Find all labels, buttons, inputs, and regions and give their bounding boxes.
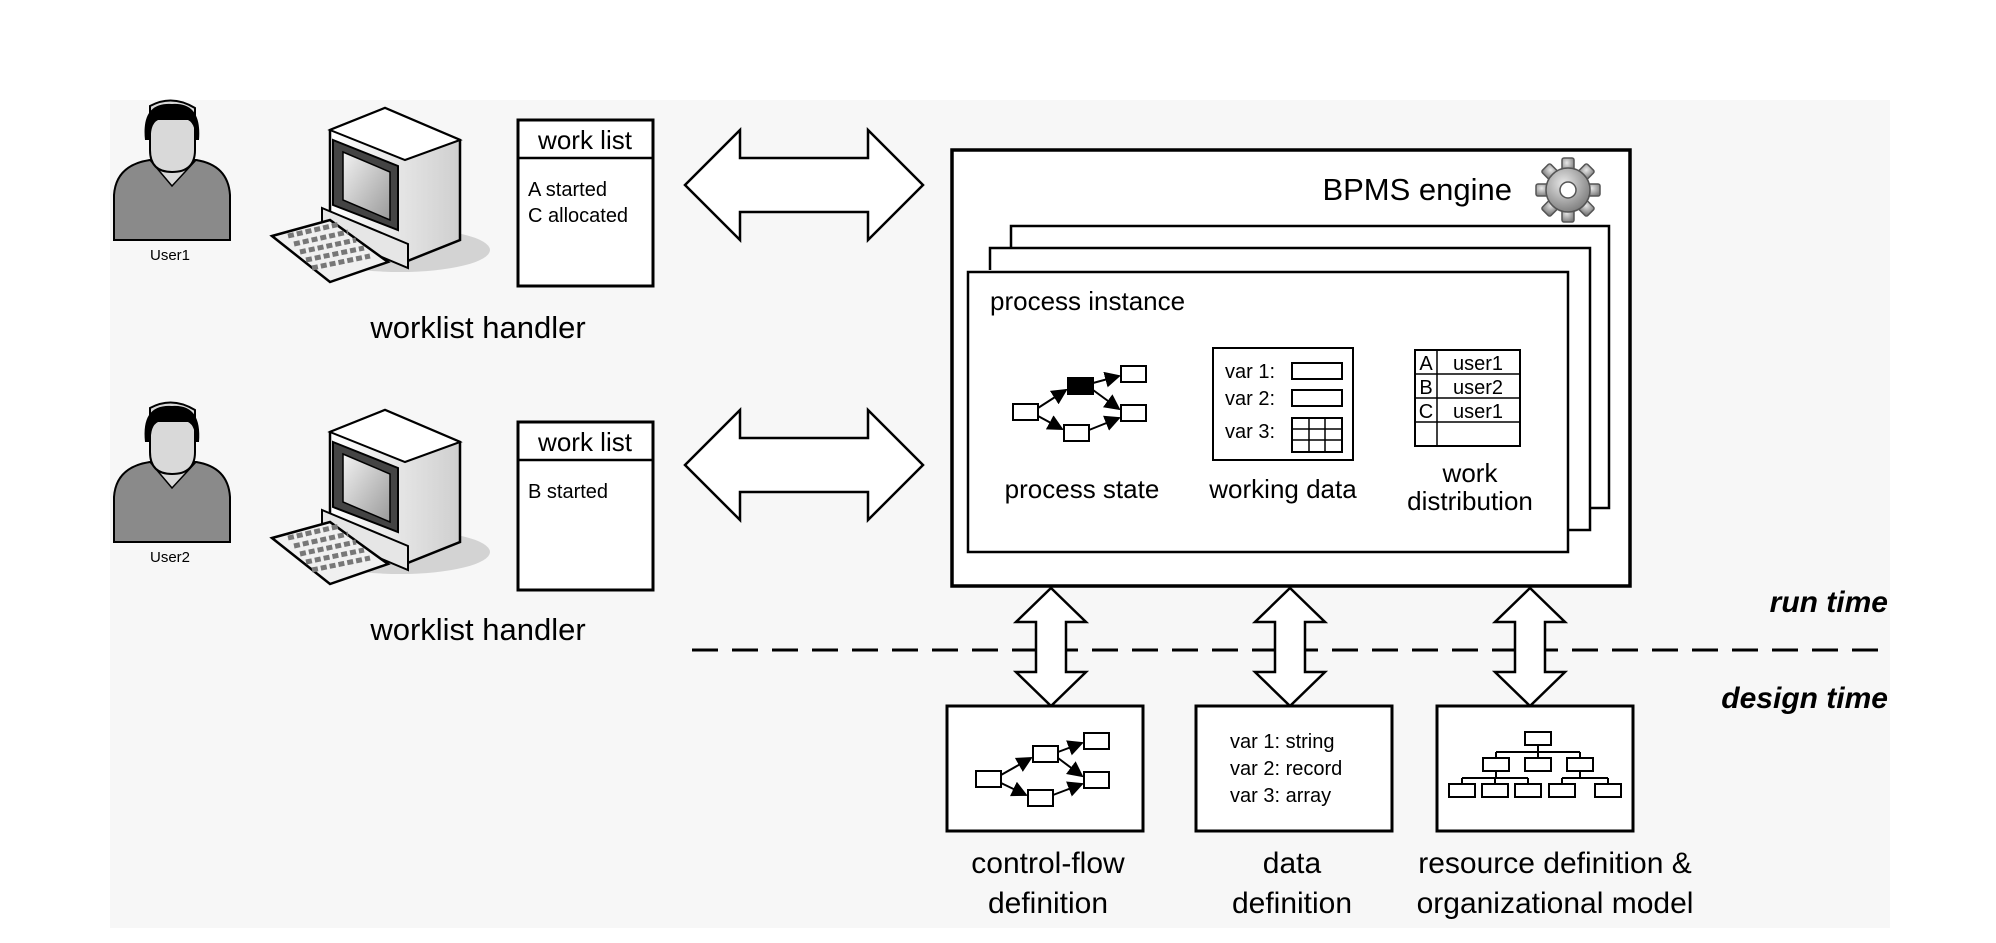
control-flow-definition-box [945,704,1145,833]
worklist-item: A started [528,179,607,201]
data-var-label: var 3: [1225,421,1275,443]
user-label: User2 [150,549,190,566]
instance-label: process instance [990,286,1185,316]
distribution-caption: work [1442,458,1499,488]
data-type-line: var 1: string [1230,731,1334,753]
data-type-line: var 3: array [1230,785,1331,807]
resource-caption: organizational model [1417,887,1694,920]
control-flow-caption: control-flow [971,847,1125,880]
resource-caption: resource definition & [1418,847,1692,880]
run-time-label: run time [1770,586,1888,619]
working-data-box: var 1: var 2: var 3: [1212,347,1354,461]
gear-icon [1535,157,1601,223]
resource-definition-box [1435,704,1635,833]
user-2: User2 [113,401,231,566]
distribution-user: user2 [1453,377,1503,399]
handler-caption: worklist handler [369,310,585,345]
control-flow-caption: definition [988,887,1108,920]
user-icon [113,401,231,543]
distribution-user: user1 [1453,353,1503,375]
user-icon [113,99,231,241]
process-state-caption: process state [1005,474,1160,504]
distribution-task: B [1419,377,1432,399]
distribution-task: C [1419,401,1433,423]
user-1: User1 [113,99,231,264]
double-arrow-icon [683,406,925,524]
data-type-line: var 2: record [1230,758,1342,780]
handler-caption: worklist handler [369,612,585,647]
distribution-caption: distribution [1407,486,1533,516]
process-instance-back [1009,224,1611,510]
worklist-title: work list [537,125,633,155]
data-definition-caption: data [1263,847,1322,880]
worklist-1: work list A started C allocated [516,118,655,288]
working-data-caption: working data [1208,474,1357,504]
distribution-task: A [1419,353,1433,375]
user-label: User1 [150,247,190,264]
computer-icon [269,106,490,284]
worklist-title: work list [537,427,633,457]
data-var-label: var 2: [1225,388,1275,410]
process-state-graph [1012,365,1147,442]
distribution-user: user1 [1453,401,1503,423]
double-arrow-icon [683,126,925,244]
engine-title: BPMS engine [1322,172,1512,207]
design-time-label: design time [1721,682,1888,715]
org-chart-icon [1448,731,1622,798]
computer-icon [269,408,490,586]
data-var-label: var 1: [1225,361,1275,383]
data-definition-box: var 1: string var 2: record var 3: array [1194,704,1394,833]
worklist-2: work list B started [516,420,655,592]
worklist-item: C allocated [528,205,628,227]
data-definition-caption: definition [1232,887,1352,920]
worklist-item: B started [528,481,608,503]
work-distribution-table: A B C user1 user2 user1 [1414,349,1521,447]
